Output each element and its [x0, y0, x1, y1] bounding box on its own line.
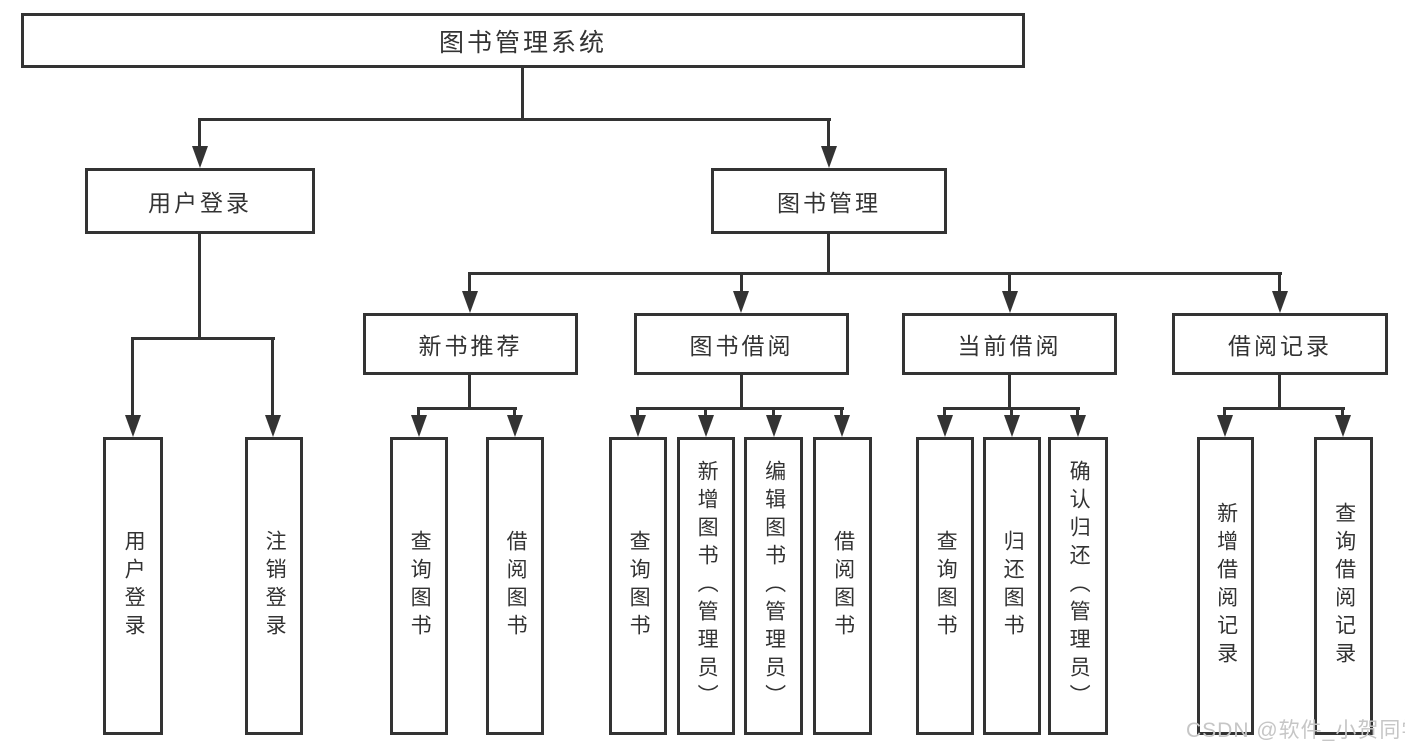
node-leaf-query-books-1: 查询图书 [390, 437, 448, 735]
connector-line [1008, 375, 1011, 410]
arrow-down-icon [733, 291, 749, 313]
connector-line [513, 407, 516, 419]
connector-line [468, 272, 1282, 275]
arrow-down-icon [834, 415, 850, 437]
connector-line [198, 234, 201, 340]
connector-line [772, 407, 775, 419]
node-leaf-add-borrow-record: 新增借阅记录 [1197, 437, 1254, 735]
connector-line [468, 272, 471, 294]
arrow-down-icon [1217, 415, 1233, 437]
connector-line [198, 118, 831, 121]
arrow-down-icon [821, 146, 837, 168]
node-book-borrowing: 图书借阅 [634, 313, 849, 375]
connector-line [131, 337, 134, 419]
connector-line [840, 407, 843, 419]
connector-line [827, 234, 830, 275]
node-leaf-query-books-3: 查询图书 [916, 437, 974, 735]
arrow-down-icon [507, 415, 523, 437]
arrow-down-icon [1335, 415, 1351, 437]
node-leaf-borrow-books-2: 借阅图书 [813, 437, 872, 735]
arrow-down-icon [1272, 291, 1288, 313]
arrow-down-icon [1070, 415, 1086, 437]
arrow-down-icon [265, 415, 281, 437]
connector-line [1076, 407, 1079, 419]
node-leaf-logout: 注销登录 [245, 437, 303, 735]
connector-line [417, 407, 517, 410]
connector-line [1341, 407, 1344, 419]
connector-line [468, 375, 471, 410]
node-leaf-edit-books-admin: 编辑图书（管理员） [744, 437, 803, 735]
connector-line [636, 407, 844, 410]
connector-line [131, 337, 275, 340]
node-borrow-records: 借阅记录 [1172, 313, 1388, 375]
node-leaf-confirm-return-admin: 确认归还（管理员） [1048, 437, 1108, 735]
arrow-down-icon [192, 146, 208, 168]
connector-line [1008, 272, 1011, 294]
arrow-down-icon [630, 415, 646, 437]
connector-line [740, 272, 743, 294]
connector-line [827, 118, 830, 148]
connector-line [1278, 272, 1281, 294]
arrow-down-icon [125, 415, 141, 437]
connector-line [1223, 407, 1345, 410]
node-root: 图书管理系统 [21, 13, 1025, 68]
node-leaf-borrow-books-1: 借阅图书 [486, 437, 544, 735]
connector-line [271, 337, 274, 419]
arrow-down-icon [698, 415, 714, 437]
node-book-management: 图书管理 [711, 168, 947, 234]
connector-line [1010, 407, 1013, 419]
connector-line [704, 407, 707, 419]
node-leaf-query-books-2: 查询图书 [609, 437, 667, 735]
node-leaf-query-borrow-record: 查询借阅记录 [1314, 437, 1373, 735]
connector-line [740, 375, 743, 410]
connector-line [636, 407, 639, 419]
arrow-down-icon [1002, 291, 1018, 313]
connector-line [943, 407, 946, 419]
arrow-down-icon [766, 415, 782, 437]
arrow-down-icon [937, 415, 953, 437]
arrow-down-icon [1004, 415, 1020, 437]
connector-line [1223, 407, 1226, 419]
node-leaf-user-login: 用户登录 [103, 437, 163, 735]
watermark: CSDN @软件_小贺同学 [1186, 719, 1405, 742]
arrow-down-icon [411, 415, 427, 437]
node-new-book-recommend: 新书推荐 [363, 313, 578, 375]
connector-line [198, 118, 201, 148]
node-user-login: 用户登录 [85, 168, 315, 234]
connector-line [1278, 375, 1281, 410]
node-leaf-return-books: 归还图书 [983, 437, 1041, 735]
connector-line [521, 68, 524, 120]
node-leaf-add-books-admin: 新增图书（管理员） [677, 437, 735, 735]
node-current-borrowing: 当前借阅 [902, 313, 1117, 375]
arrow-down-icon [462, 291, 478, 313]
connector-line [417, 407, 420, 419]
